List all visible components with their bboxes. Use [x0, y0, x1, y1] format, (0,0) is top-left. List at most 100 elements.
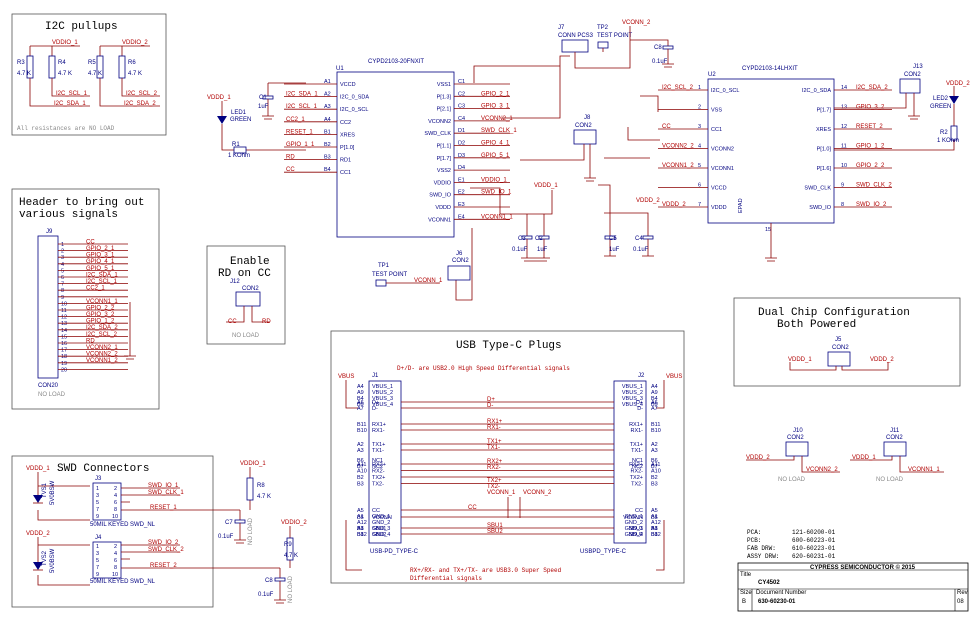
- j2-pin-number: B8: [651, 532, 658, 538]
- j1-pin-number: B4: [357, 396, 364, 402]
- u1-right-pin-name: VCONN2: [428, 119, 451, 125]
- j1-pin-name: GND_1: [372, 514, 390, 520]
- u1-left-pin-number: A1: [324, 79, 331, 85]
- j1-pin-number: B5: [357, 515, 364, 521]
- c7-ref: C7: [225, 520, 233, 526]
- j2-pin-name: GND_2: [625, 520, 643, 526]
- j1-pin-name: TX2-: [372, 482, 384, 488]
- j10-ref: J10: [793, 428, 803, 434]
- j2-pin-name: VBUS_1: [622, 384, 643, 390]
- usb-d-note: D+/D- are USB2.0 High Speed Differential…: [397, 365, 570, 372]
- j9-pin-net: GPIO_2_1: [86, 246, 115, 252]
- j2-pin-name: RX1+: [629, 422, 643, 428]
- j2-pin-number: A6: [651, 400, 658, 406]
- tvs2-diode-icon: [33, 562, 43, 570]
- u1-right-pin-number: E3: [458, 202, 465, 208]
- j2-pin-number: B2: [651, 475, 658, 481]
- j4-pin8: 8: [114, 565, 117, 571]
- u2-right-pin-number: 8: [841, 202, 844, 208]
- usb-mid-net: D-: [487, 403, 493, 409]
- u1-left-pin-number: B4: [324, 167, 331, 173]
- u2-epad-label: EPAD: [738, 198, 744, 213]
- usb-section-title: USB Type-C Plugs: [456, 340, 562, 352]
- j12-cc-net: CC: [228, 319, 237, 325]
- usb-ss-note-line1: RX+/RX- and TX+/TX- are USB3.0 Super Spe…: [410, 567, 562, 574]
- j9-pin-number: 2: [61, 249, 64, 255]
- r4-value: 4.7 K: [58, 71, 72, 77]
- u2-right-pin-name: P[1.6]: [817, 166, 832, 172]
- r9-value: 4.7 K: [284, 553, 298, 559]
- j1-pin-name: RX2+: [372, 462, 386, 468]
- u1-right-pin-name: SWD_CLK: [424, 131, 451, 137]
- j2-pin-number: B4: [651, 396, 658, 402]
- j9-pin-number: 15: [61, 334, 67, 340]
- u1-left-pin-number: A4: [324, 117, 331, 123]
- u2-left-pin-name: VCONN1: [711, 166, 734, 172]
- vconn-1-label: VCONN_1: [414, 278, 443, 284]
- j10-left-net: VDDD_2: [746, 455, 770, 461]
- j11-left-net: VDDD_1: [852, 455, 876, 461]
- j4-pin4: 4: [114, 551, 117, 557]
- led2-ref: LED2: [933, 96, 949, 102]
- j9-pin-net: VCONN1_2: [86, 358, 118, 364]
- j9-pin-number: 11: [61, 308, 67, 314]
- u2-right-pin-number: 12: [841, 124, 847, 130]
- j1-pin-number: A7: [357, 406, 364, 412]
- j4-pin9: 9: [96, 572, 99, 578]
- j2-pin-number: A7: [651, 406, 658, 412]
- fab-label: FAB DRW:: [747, 545, 776, 552]
- led1-ref: LED1: [231, 110, 247, 116]
- usb-mid-net: TX2-: [487, 484, 500, 490]
- u2-left-pin-name: VDDD: [711, 205, 727, 211]
- j2-pin-number: B1: [651, 526, 658, 532]
- c8-swd-value: 0.1uF: [258, 592, 274, 598]
- j1-pin-name: VBUS_1: [372, 384, 393, 390]
- j3-part: SWD_NL: [130, 522, 156, 528]
- j9-pin-number: 8: [61, 288, 64, 294]
- j9-no-load: NO LOAD: [38, 392, 66, 398]
- j1-pin-name: TX1+: [372, 442, 385, 448]
- r1-value: 1 KOhm: [228, 153, 250, 159]
- u2-support: C5 1uF C4 0.1uF VDDD_2 J13 CON2 VDDD_2 L…: [598, 64, 970, 257]
- u2-left-pin-number: 4: [698, 144, 701, 150]
- j9-pin-number: 17: [61, 348, 67, 354]
- u2-left-pin-number: 3: [698, 124, 701, 130]
- j2-pin-name: VBUS_3: [622, 396, 643, 402]
- j10-right-net: VCONN2_2: [806, 467, 838, 473]
- u2-left-pin-number: 7: [698, 202, 701, 208]
- j2-pin-number: A11: [651, 462, 660, 468]
- j9-pin-net: I2C_SDA_1: [86, 272, 118, 278]
- c2-ref: C2: [535, 236, 543, 242]
- u1-right-pin-name: VSS2: [437, 168, 451, 174]
- j10-connector: [785, 441, 809, 457]
- u2-left-pin-name: VCONN2: [711, 147, 734, 153]
- j2-pin-name: GND_1: [625, 514, 643, 520]
- doc-number: 630-60230-01: [758, 599, 796, 605]
- j1-pin-name: VCONN: [372, 515, 392, 521]
- j11-connector: [883, 441, 907, 457]
- i2c-scl-1-net: I2C_SCL_1: [56, 91, 88, 97]
- j9-pin-number: 5: [61, 268, 64, 274]
- u2-left-pin-net: I2C_SCL_2: [662, 85, 694, 91]
- u2-left-pin-number: 2: [698, 105, 701, 111]
- u2-ref: U2: [708, 72, 716, 78]
- j2-pin-number: B7: [651, 464, 658, 470]
- i2c-sda-1-net: I2C_SDA_1: [54, 101, 86, 107]
- j2-pin-number: B5: [651, 515, 658, 521]
- c2-value: 1uF: [537, 247, 548, 253]
- j1-pin-number: A4: [357, 384, 364, 390]
- board-title: CY4502: [758, 580, 780, 586]
- j1-pin-name: SBU2: [372, 532, 386, 538]
- r1-ref: R1: [232, 142, 240, 148]
- led1-color: GREEN: [230, 117, 251, 123]
- j12-part: CON2: [242, 286, 259, 292]
- j9-pin-net: I2C_SCL_1: [86, 279, 118, 285]
- j4-net-swd-clk: SWD_CLK_2: [148, 547, 184, 553]
- r5-value: 4.7 K: [88, 71, 102, 77]
- j2-pin-name: CC: [635, 508, 643, 514]
- j1-pin-name: RX1-: [372, 428, 385, 434]
- usb-mid-net: VCONN_1: [487, 490, 516, 496]
